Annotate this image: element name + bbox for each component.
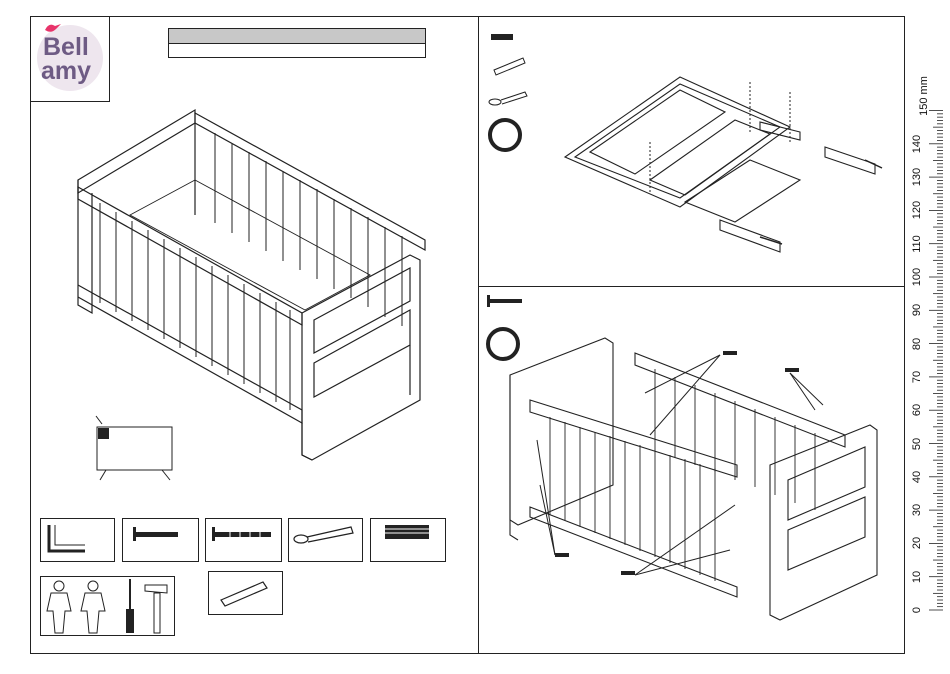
- model-label-box: [168, 28, 426, 58]
- panel-divider-vertical: [478, 16, 479, 654]
- bolt-icon: [490, 299, 522, 303]
- bolt-tool: [122, 518, 199, 562]
- ruler-tick-label: 90: [911, 295, 923, 325]
- allen-key-icon: [41, 519, 116, 563]
- step-circle-icon: [490, 120, 520, 150]
- ruler-tick-label: 10: [911, 562, 923, 592]
- wrench-tool: [288, 518, 363, 562]
- allen-key-tool: [40, 518, 115, 562]
- bolt-pack-icon: [491, 34, 513, 40]
- assembly-requirements: [40, 576, 175, 636]
- step1-parts: [485, 30, 545, 160]
- dowel-icon: [209, 572, 284, 616]
- step2-frame-assembly: [505, 335, 885, 635]
- panel-divider-horizontal: [478, 286, 905, 287]
- bolt-pack-icon: [371, 519, 447, 563]
- long-bolt-tool: [205, 518, 282, 562]
- ruler-tick-label: 70: [911, 362, 923, 392]
- ruler-tick-label: 50: [911, 429, 923, 459]
- ruler-tick-label: 80: [911, 329, 923, 359]
- ruler-unit-label: 150 mm: [918, 74, 930, 118]
- wrench-icon: [289, 519, 364, 563]
- crib-assembled-illustration: [70, 105, 430, 465]
- ruler-ticks: [925, 110, 945, 615]
- detail-callout: [92, 412, 182, 482]
- bolt-icon: [123, 519, 200, 563]
- logo-text-line2: amy: [41, 59, 91, 83]
- ruler-tick-label: 140: [911, 129, 923, 159]
- ruler-tick-label: 30: [911, 495, 923, 525]
- dowel-tool: [208, 571, 283, 615]
- screwdriver-icon: [121, 579, 141, 635]
- step1-base-assembly: [560, 72, 890, 272]
- brand-logo: Bell amy: [30, 16, 110, 102]
- model-label-top: [169, 29, 425, 44]
- measurement-ruler: [925, 110, 945, 615]
- ruler-tick-label: 20: [911, 528, 923, 558]
- ruler-tick-label: 0: [911, 595, 923, 625]
- hammer-icon: [141, 579, 171, 635]
- bolt-pack-tool: [370, 518, 446, 562]
- ruler-tick-label: 60: [911, 395, 923, 425]
- dowel-icon: [494, 58, 525, 75]
- long-bolt-icon: [206, 519, 283, 563]
- wrench-icon: [501, 92, 527, 104]
- ruler-tick-label: 100: [911, 262, 923, 292]
- logo-text-line1: Bell: [43, 35, 89, 59]
- ruler-tick-label: 110: [911, 229, 923, 259]
- ruler-tick-label: 130: [911, 162, 923, 192]
- ruler-tick-label: 40: [911, 462, 923, 492]
- ruler-tick-label: 120: [911, 195, 923, 225]
